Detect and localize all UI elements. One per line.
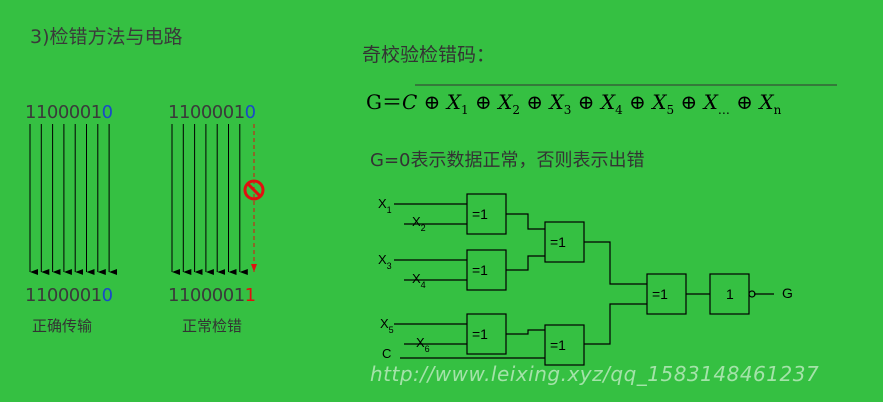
sent-code-correct: 11000010 bbox=[25, 102, 113, 123]
xor-operator: ⊕ bbox=[622, 90, 653, 114]
sent-code-error: 11000010 bbox=[168, 102, 256, 123]
received-code-correct: 11000010 bbox=[25, 285, 113, 306]
input-label: X5 bbox=[380, 316, 394, 335]
error-prohibited-icon bbox=[243, 179, 265, 201]
sent-code-prefix: 1100001 bbox=[168, 102, 245, 123]
parity-formula: G＝C ⊕ X1 ⊕ X2 ⊕ X3 ⊕ X4 ⊕ X5 ⊕ X… ⊕ Xn bbox=[366, 86, 781, 117]
flipped-bit: 1 bbox=[244, 285, 256, 306]
formula-term: X5 bbox=[652, 90, 675, 117]
parity-heading: 奇校验检错码： bbox=[362, 44, 496, 66]
formula-lhs: G＝ bbox=[366, 90, 402, 114]
formula-term: X… bbox=[703, 90, 730, 117]
xor-operator: ⊕ bbox=[674, 90, 704, 114]
formula-term: C bbox=[401, 90, 418, 114]
xor-gate-5-label: =1 bbox=[550, 337, 566, 353]
xor-gate-5 bbox=[544, 324, 585, 366]
received-code-prefix: 1100001 bbox=[25, 285, 102, 306]
parity-bit: 0 bbox=[101, 102, 113, 123]
formula-term: X4 bbox=[600, 90, 623, 117]
xor-operator: ⊕ bbox=[729, 90, 760, 114]
right-bit-arrows bbox=[171, 124, 248, 275]
not-gate-label: 1 bbox=[726, 286, 734, 302]
xor-gate-1 bbox=[466, 193, 507, 235]
formula-terms: C ⊕ X1 ⊕ X2 ⊕ X3 ⊕ X4 ⊕ X5 ⊕ X… ⊕ Xn bbox=[401, 90, 782, 117]
xor-operator: ⊕ bbox=[417, 90, 447, 114]
caption-correct-transmission: 正确传输 bbox=[32, 317, 93, 335]
xor-gate-1-label: =1 bbox=[472, 206, 488, 222]
xor-operator: ⊕ bbox=[468, 90, 499, 114]
input-label: C bbox=[382, 346, 391, 361]
output-g-label: G bbox=[782, 285, 793, 301]
xor-gate-4 bbox=[466, 313, 507, 355]
received-code-error: 11000011 bbox=[168, 285, 256, 306]
input-label: X3 bbox=[378, 252, 392, 271]
xor-gate-3 bbox=[544, 221, 585, 263]
xor-gate-6 bbox=[646, 273, 687, 315]
input-label: X6 bbox=[416, 335, 430, 354]
xor-operator: ⊕ bbox=[571, 90, 601, 114]
caption-error-detection: 正常检错 bbox=[182, 317, 243, 335]
inversion-bubble bbox=[748, 290, 756, 298]
formula-term: X1 bbox=[446, 90, 469, 117]
formula-term: X2 bbox=[498, 90, 521, 117]
xor-gate-6-label: =1 bbox=[652, 286, 668, 302]
xor-gate-2-label: =1 bbox=[472, 262, 488, 278]
parity-bit: 0 bbox=[244, 102, 256, 123]
parity-bit: 0 bbox=[101, 285, 113, 306]
xor-operator: ⊕ bbox=[520, 90, 550, 114]
input-label: X2 bbox=[412, 214, 426, 233]
xor-gate-2 bbox=[466, 249, 507, 291]
formula-term: Xn bbox=[759, 90, 782, 117]
formula-overline bbox=[415, 84, 837, 86]
xor-gate-4-label: =1 bbox=[472, 326, 488, 342]
left-bit-arrows bbox=[29, 124, 118, 275]
formula-term: X3 bbox=[549, 90, 572, 117]
transmission-arrows bbox=[29, 124, 265, 275]
sent-code-prefix: 1100001 bbox=[25, 102, 102, 123]
watermark-url: http://www.leixing.xyz/qq_1583148461237 bbox=[370, 362, 820, 386]
xor-gate-3-label: =1 bbox=[550, 234, 566, 250]
input-label: X4 bbox=[412, 271, 426, 290]
input-label: X1 bbox=[378, 196, 392, 215]
received-code-prefix: 1100001 bbox=[168, 285, 245, 306]
parity-note: G=0表示数据正常，否则表示出错 bbox=[370, 150, 645, 171]
section-title: 3)检错方法与电路 bbox=[30, 26, 183, 48]
